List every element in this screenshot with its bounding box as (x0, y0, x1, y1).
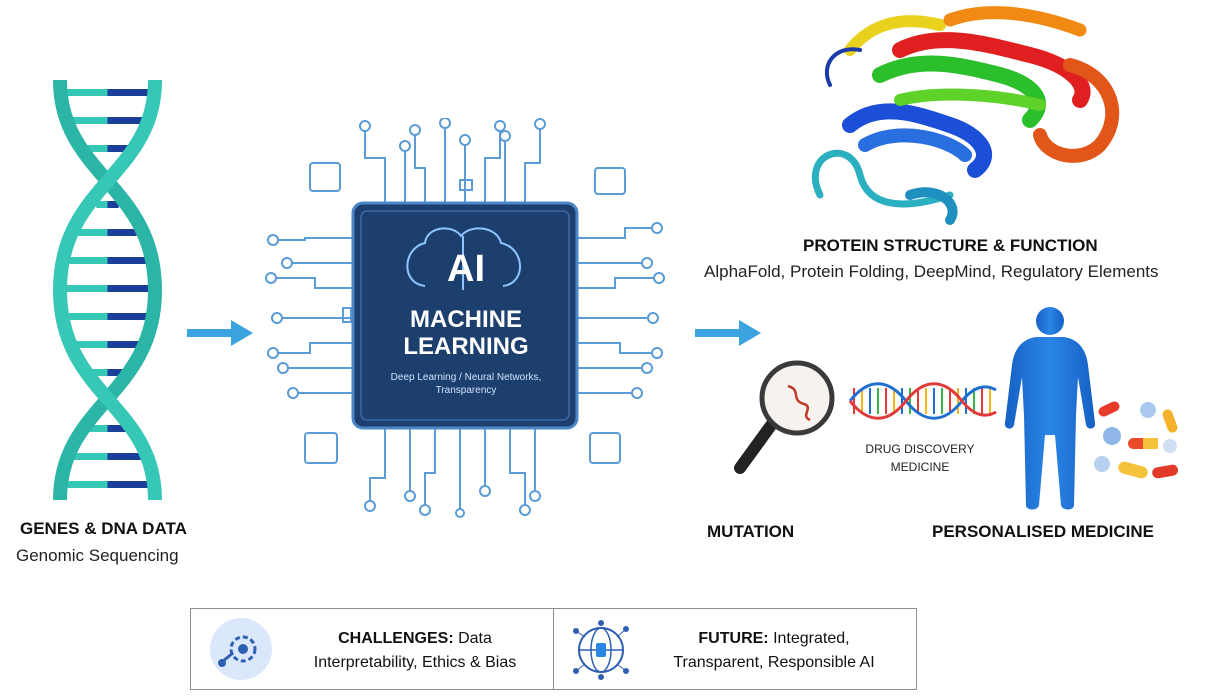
mutation-label: MUTATION (707, 522, 795, 541)
arrow-right-icon (695, 320, 761, 346)
ai-chip-ai-label: AI (447, 248, 485, 290)
future-box: FUTURE: Integrated, Transparent, Respons… (553, 608, 917, 690)
protein-title: PROTEIN STRUCTURE & FUNCTION (803, 236, 1098, 255)
brain-gear-icon (210, 618, 272, 680)
drug-discovery-line-2: MEDICINE (890, 460, 950, 474)
magnifying-glass-icon (734, 360, 835, 474)
future-text: FUTURE: Integrated, Transparent, Respons… (638, 627, 910, 675)
protein-structure-illustration (811, 6, 1120, 225)
challenges-text: CHALLENGES: Data Interpretability, Ethic… (283, 627, 547, 675)
challenges-box: CHALLENGES: Data Interpretability, Ethic… (190, 608, 554, 690)
protein-subtitle: AlphaFold, Protein Folding, DeepMind, Re… (704, 262, 1159, 281)
challenges-text-2: Interpretability, Ethics & Bias (313, 654, 517, 671)
dna-strand-icon (848, 382, 997, 420)
ai-chip-machine-label: MACHINE (410, 306, 522, 333)
challenges-text-1: Data (453, 630, 492, 647)
future-text-2: Transparent, Responsible AI (673, 654, 875, 671)
network-globe-icon (573, 620, 629, 680)
pills-icon (1094, 401, 1178, 479)
future-text-1: Integrated, (768, 630, 850, 647)
dna-helix-illustration (52, 79, 163, 501)
future-heading: FUTURE: (698, 630, 769, 647)
ai-chip-illustration (265, 118, 665, 518)
human-figure-icon (1004, 307, 1096, 510)
genes-title: GENES & DNA DATA (20, 519, 187, 538)
genes-subtitle: Genomic Sequencing (16, 546, 179, 565)
ai-chip-subtitle-1: Deep Learning / Neural Networks, (390, 372, 542, 383)
ai-chip-learning-label: LEARNING (403, 333, 529, 360)
challenges-heading: CHALLENGES: (338, 630, 454, 647)
arrow-right-icon (187, 320, 253, 346)
personalised-medicine-label: PERSONALISED MEDICINE (932, 522, 1154, 541)
drug-discovery-line-1: DRUG DISCOVERY (865, 442, 975, 456)
ai-chip-subtitle-2: Transparency (435, 385, 497, 396)
